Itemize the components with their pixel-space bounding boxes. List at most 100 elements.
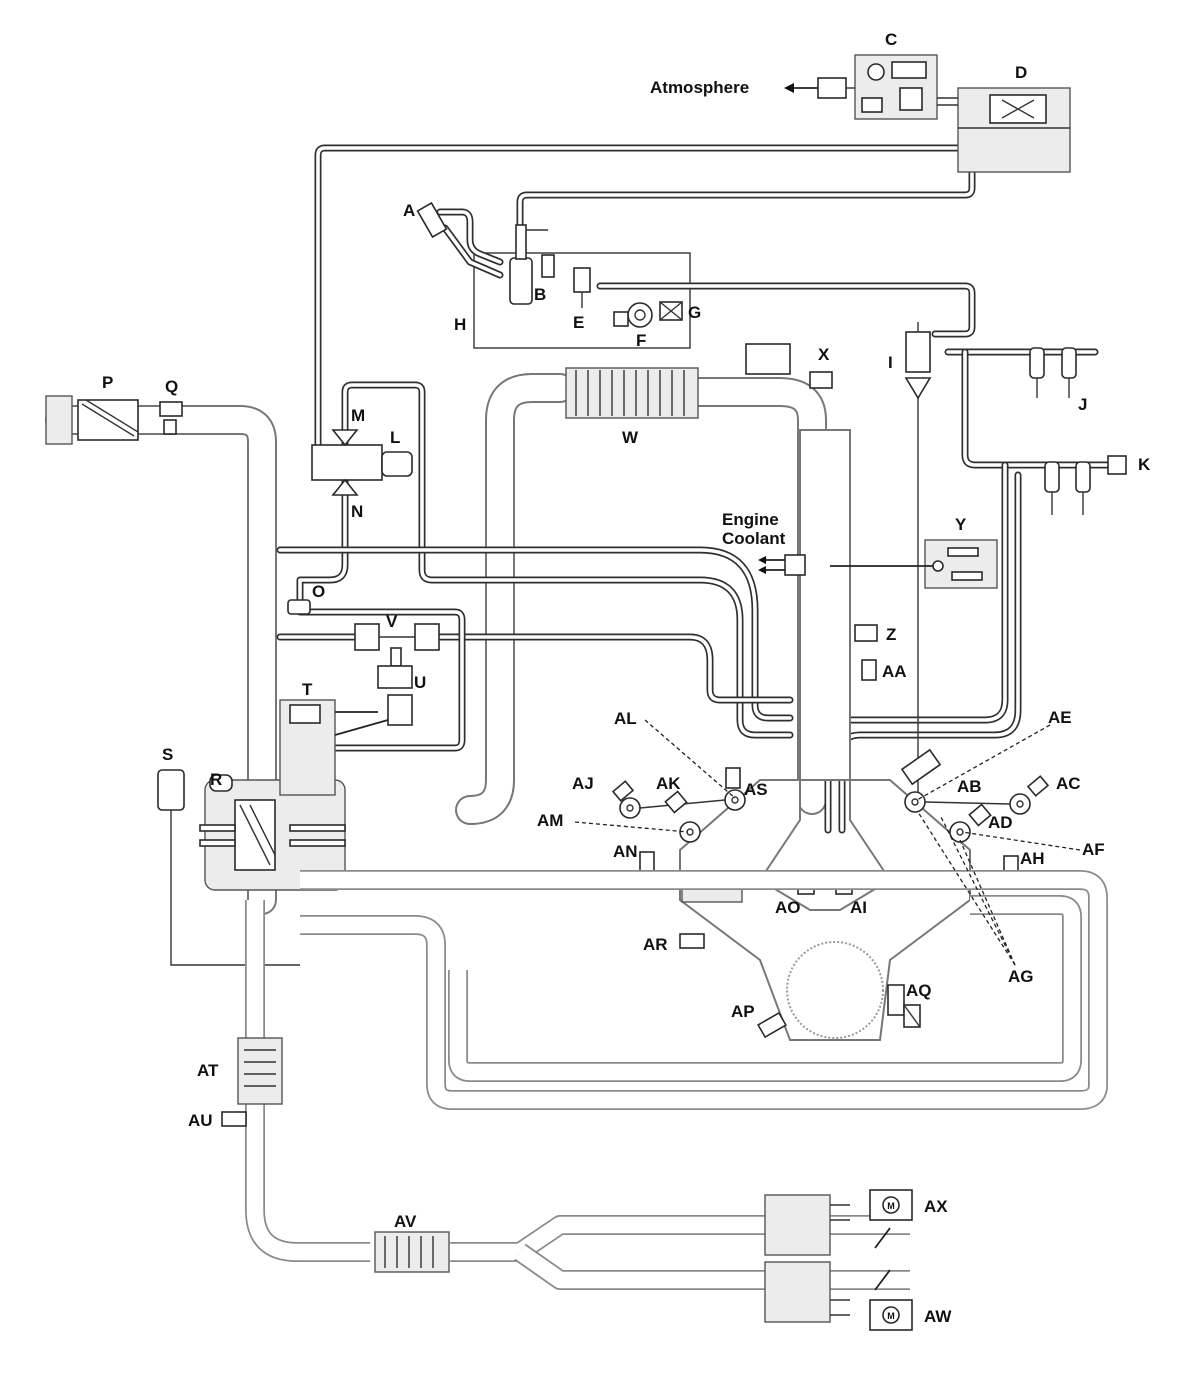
- sensor-u: [377, 665, 413, 689]
- injectors-j: [1029, 347, 1077, 398]
- turbocharger: [157, 769, 346, 966]
- label-ad: AD: [988, 813, 1013, 832]
- label-al: AL: [614, 709, 637, 728]
- label-ar: AR: [643, 935, 668, 954]
- sensor-ak: [664, 790, 688, 814]
- o2-sensor-au: [221, 1111, 247, 1127]
- pump-t: [279, 699, 336, 796]
- sensor-ap: [757, 1011, 787, 1039]
- label-z: Z: [886, 625, 896, 644]
- air-filter-inlet: [45, 395, 73, 445]
- labels: Atmosphere Engine Coolant A B C D E F G …: [102, 30, 1151, 1326]
- label-t: T: [302, 680, 313, 699]
- intercooler-core: [565, 367, 699, 419]
- label-ao: AO: [775, 898, 801, 917]
- box-h: [473, 252, 691, 349]
- valve-v-right: [414, 623, 440, 651]
- rear-muffler-upper: [764, 1194, 831, 1256]
- label-s: S: [162, 745, 173, 764]
- motor-symbol-aw: M: [887, 1311, 895, 1321]
- sensor-ac: [1026, 775, 1050, 797]
- label-n: N: [351, 502, 363, 521]
- solenoid-coil-l: [381, 451, 413, 477]
- label-at: AT: [197, 1061, 219, 1080]
- intercooler-fins: [575, 370, 685, 416]
- turbo-bypass-r: [209, 774, 233, 792]
- label-o: O: [312, 582, 325, 601]
- label-ae: AE: [1048, 708, 1072, 727]
- wastegate-actuator-s: [157, 769, 185, 811]
- check-valve-n: [331, 478, 359, 496]
- label-ab: AB: [957, 777, 982, 796]
- camshaft-right: [904, 791, 1031, 843]
- label-e: E: [573, 313, 584, 332]
- label-k: K: [1138, 455, 1151, 474]
- evap-purge-system: [416, 54, 1071, 349]
- camshaft-left: [619, 789, 746, 843]
- label-aa: AA: [882, 662, 907, 681]
- label-engine-coolant-1: Engine: [722, 510, 779, 529]
- label-as: AS: [744, 780, 768, 799]
- atmosphere-filter: [817, 77, 847, 99]
- valve-motor-aw: M: [869, 1299, 913, 1331]
- label-q: Q: [165, 377, 178, 396]
- intake-manifold-column: [758, 429, 998, 781]
- label-aw: AW: [924, 1307, 952, 1326]
- crankshaft-wheel: [786, 941, 884, 1039]
- sensor-ab: [900, 748, 942, 786]
- label-an: AN: [613, 842, 638, 861]
- label-p: P: [102, 373, 113, 392]
- label-ak: AK: [656, 774, 681, 793]
- label-j: J: [1078, 395, 1087, 414]
- atmosphere-arrow: [784, 83, 794, 93]
- solenoid-valve-block: [311, 444, 383, 481]
- motor-symbol-ax: M: [887, 1201, 895, 1211]
- label-am: AM: [537, 811, 563, 830]
- pressure-sensor-i: [905, 331, 931, 373]
- sensor-aq: [887, 984, 905, 1016]
- intake-ducting: [45, 343, 833, 915]
- label-aj: AJ: [572, 774, 594, 793]
- label-ah: AH: [1020, 849, 1045, 868]
- label-l: L: [390, 428, 400, 447]
- label-aq: AQ: [906, 981, 932, 1000]
- label-ax: AX: [924, 1197, 948, 1216]
- sensor-o: [287, 599, 311, 615]
- sensor-as: [725, 767, 741, 789]
- sensor-k: [1107, 455, 1127, 475]
- canister-b: [509, 257, 533, 305]
- throttle-body-top: [745, 343, 791, 375]
- label-b: B: [534, 285, 546, 304]
- label-f: F: [636, 331, 646, 350]
- valve-motor-ax: M: [869, 1189, 913, 1221]
- label-engine-coolant-2: Coolant: [722, 529, 786, 548]
- injectors-k: [1044, 461, 1091, 515]
- exhaust-system: M M: [221, 870, 1108, 1331]
- label-c: C: [885, 30, 897, 49]
- vacuum-control-circuit: [276, 144, 964, 796]
- label-r: R: [210, 770, 222, 789]
- rear-muffler-lower: [764, 1261, 831, 1323]
- label-a: A: [403, 201, 415, 220]
- valve-v-left: [354, 623, 380, 651]
- muffler-av: [374, 1231, 450, 1273]
- valve-b2: [541, 254, 555, 278]
- label-atmosphere: Atmosphere: [650, 78, 749, 97]
- label-v: V: [386, 612, 398, 631]
- leader-lines: [574, 719, 1081, 966]
- sensor-x: [809, 371, 833, 389]
- sensor-z: [854, 624, 878, 642]
- label-ai: AI: [850, 898, 867, 917]
- pump-f: [627, 302, 653, 328]
- label-au: AU: [188, 1111, 213, 1130]
- label-w: W: [622, 428, 639, 447]
- coolant-fitting: [784, 554, 806, 576]
- label-av: AV: [394, 1212, 417, 1231]
- label-g: G: [688, 303, 701, 322]
- sensor-aa: [861, 659, 877, 681]
- label-d: D: [1015, 63, 1027, 82]
- label-ap: AP: [731, 1002, 755, 1021]
- catalytic-converter-at: [237, 1037, 283, 1105]
